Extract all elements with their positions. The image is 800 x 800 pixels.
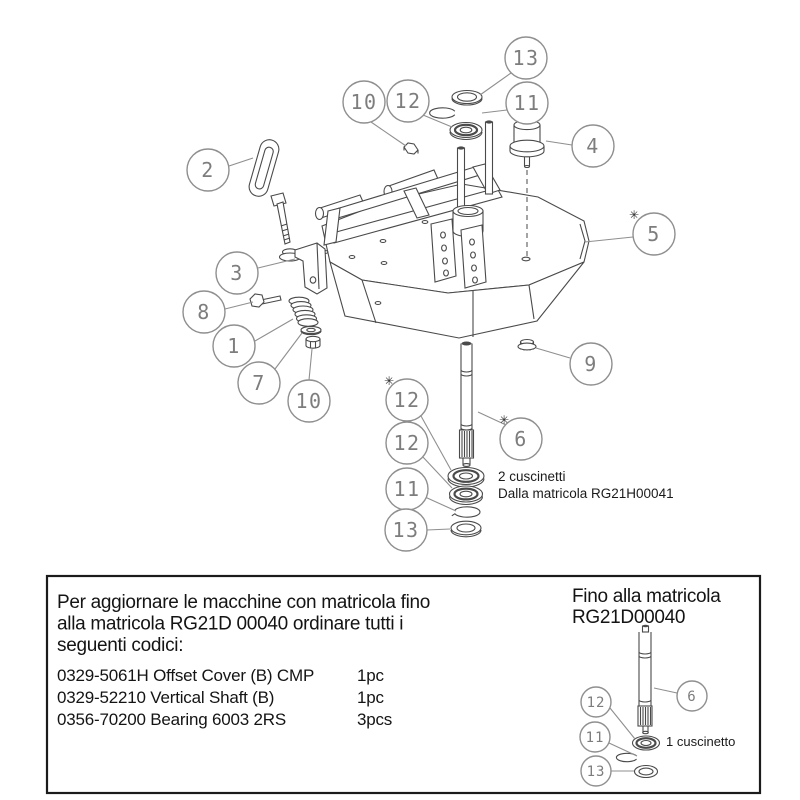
svg-text:RG21D00040: RG21D00040 (572, 607, 685, 628)
svg-text:2 cuscinetti: 2 cuscinetti (498, 469, 566, 484)
svg-text:Fino alla matricola: Fino alla matricola (572, 586, 721, 607)
callout-12-top: 12 (386, 79, 453, 128)
svg-text:13: 13 (587, 764, 606, 780)
callout-1: 1 (212, 318, 294, 368)
callout-10-lower: 10 (287, 348, 331, 423)
svg-text:seguenti codici:: seguenti codici: (57, 635, 183, 656)
svg-text:alla matricola RG21D 00040 ord: alla matricola RG21D 00040 ordinare tutt… (57, 614, 403, 635)
seal-bottom-part13 (450, 520, 482, 538)
bolt-part10-top (403, 142, 419, 155)
callout-13-mini: 13 (580, 755, 634, 787)
callout-12-mini: 12 (580, 686, 636, 740)
bearings-note: 2 cuscinetti Dalla matricola RG21H00041 (498, 469, 674, 501)
bearing-bottom-1-part12 (447, 466, 485, 488)
svg-text:7: 7 (252, 371, 266, 395)
svg-text:1: 1 (227, 334, 241, 358)
svg-text:8: 8 (197, 300, 211, 324)
svg-text:6: 6 (514, 427, 528, 451)
svg-text:10: 10 (350, 90, 377, 114)
svg-text:12: 12 (393, 431, 420, 455)
svg-text:1 cuscinetto: 1 cuscinetto (666, 734, 735, 749)
callout-10-top: 10 (342, 80, 407, 147)
svg-text:2: 2 (201, 158, 215, 182)
callout-9: 9 (535, 342, 613, 386)
svg-text:✳: ✳ (629, 208, 639, 222)
order-item-row: 0356-70200 Bearing 6003 2RS 3pcs (57, 710, 392, 729)
svg-text:13: 13 (392, 518, 419, 542)
nut-part9 (517, 338, 537, 351)
order-item-row: 0329-5061H Offset Cover (B) CMP 1pc (57, 666, 385, 685)
vertical-shaft-part6 (458, 341, 475, 467)
svg-text:4: 4 (586, 134, 600, 158)
order-item-row: 0329-52210 Vertical Shaft (B) 1pc (57, 688, 385, 707)
svg-text:12: 12 (587, 695, 606, 711)
snap-ring-bottom-part11 (451, 506, 481, 518)
svg-text:3pcs: 3pcs (357, 710, 392, 729)
svg-text:11: 11 (513, 91, 540, 115)
cap-part4 (509, 119, 545, 256)
svg-text:9: 9 (584, 352, 598, 376)
info-box: Per aggiornare le macchine con matricola… (45, 574, 762, 795)
svg-text:12: 12 (393, 388, 420, 412)
svg-text:3: 3 (230, 261, 244, 285)
callout-11-lower: 11 (385, 467, 457, 512)
svg-text:0329-52210 Vertical Shaft (B): 0329-52210 Vertical Shaft (B) (57, 688, 274, 707)
svg-text:1pc: 1pc (357, 688, 385, 707)
bracket-part3 (278, 242, 328, 295)
washer-part7 (300, 325, 322, 336)
svg-text:1pc: 1pc (357, 666, 385, 685)
callout-2: 2 (186, 148, 254, 192)
mini-shaft-diagram (615, 624, 661, 779)
snap-ring-top-part11 (429, 107, 456, 119)
svg-text:Dalla matricola RG21H00041: Dalla matricola RG21H00041 (498, 486, 674, 501)
callout-7: 7 (237, 332, 303, 405)
svg-text:12: 12 (394, 89, 421, 113)
svg-text:0356-70200 Bearing 6003 2RS: 0356-70200 Bearing 6003 2RS (57, 710, 286, 729)
svg-text:Per aggiornare le macchine con: Per aggiornare le macchine con matricola… (57, 592, 430, 613)
spring-part1 (288, 296, 319, 327)
callout-13-lower: 13 (384, 508, 451, 552)
callout-3: 3 (215, 251, 296, 295)
bearing-top-part12 (449, 121, 483, 141)
clevis-part2 (248, 139, 291, 245)
svg-text:0329-5061H Offset Cover (B) CM: 0329-5061H Offset Cover (B) CMP (57, 666, 314, 685)
bolt-part8 (249, 293, 282, 308)
svg-text:10: 10 (295, 389, 322, 413)
callout-11-mini: 11 (579, 721, 638, 757)
svg-text:13: 13 (512, 46, 539, 70)
seal-top-part13 (451, 89, 483, 106)
hitch-towers (430, 218, 487, 289)
svg-text:11: 11 (586, 730, 605, 746)
svg-text:5: 5 (647, 222, 661, 246)
nut-part10-lower (305, 335, 321, 349)
callout-13-top: 13 (479, 36, 548, 96)
svg-text:✳: ✳ (384, 374, 394, 388)
callout-5: 5 ✳ (584, 208, 676, 256)
svg-text:✳: ✳ (499, 413, 509, 427)
callout-12-mid2: 12 (385, 421, 453, 489)
svg-text:11: 11 (393, 477, 420, 501)
callout-4: 4 (545, 124, 615, 168)
deck-cover-part5 (321, 183, 590, 339)
callout-11-top: 11 (481, 81, 549, 125)
callout-6: 6 ✳ (477, 411, 543, 461)
bearing-bottom-2-part12 (448, 485, 484, 506)
callout-6-mini: 6 (653, 680, 708, 712)
callout-8: 8 (182, 290, 254, 334)
callout-12-mid1: 12 ✳ (384, 374, 452, 471)
svg-text:6: 6 (687, 689, 696, 705)
